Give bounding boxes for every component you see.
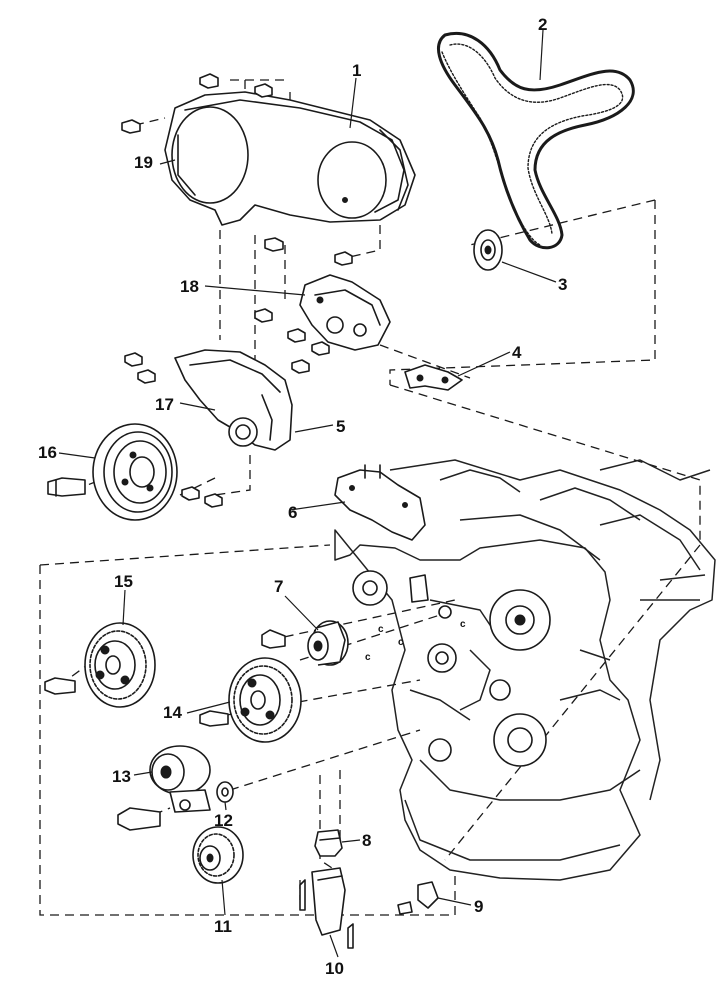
part-6-engine-mount-bracket <box>334 464 426 541</box>
callout-8: 8 <box>362 831 371 850</box>
callout-7: 7 <box>274 577 283 596</box>
callout-18: 18 <box>180 277 199 296</box>
part-1-upper-timing-cover <box>164 91 416 226</box>
callout-1: 1 <box>352 61 361 80</box>
part-12-washer <box>216 781 234 803</box>
part-14-camshaft-pulley-rear <box>199 657 302 743</box>
callout-16: 16 <box>38 443 57 462</box>
callout-5: 5 <box>336 417 345 436</box>
part-11-crankshaft-pulley <box>192 826 244 884</box>
assembly-guide-lines <box>39 79 701 916</box>
part-16-crankshaft-damper-pulley <box>47 423 178 521</box>
part-7-idler-pulley <box>261 620 349 666</box>
callout-2: 2 <box>538 15 547 34</box>
callout-19: 19 <box>134 153 153 172</box>
callout-13: 13 <box>112 767 131 786</box>
callout-6: 6 <box>288 503 297 522</box>
bolts <box>121 73 353 508</box>
callout-10: 10 <box>325 959 344 978</box>
part-3-belt-guide <box>473 229 503 271</box>
callout-17: 17 <box>155 395 174 414</box>
callout-9: 9 <box>474 897 483 916</box>
part-2-timing-belt <box>437 32 635 250</box>
callout-4: 4 <box>512 343 522 362</box>
part-13-tensioner-pulley <box>117 745 211 831</box>
callout-12: 12 <box>214 811 233 830</box>
leader-lines <box>58 29 557 958</box>
svg-text:c: c <box>365 652 371 663</box>
svg-text:c: c <box>460 619 466 630</box>
part-10-belt-tensioner <box>299 867 354 949</box>
callout-11: 11 <box>214 917 232 936</box>
svg-text:c: c <box>378 624 384 635</box>
part-4-bracket <box>404 364 463 391</box>
part-17-middle-cover <box>174 349 293 451</box>
callout-15: 15 <box>114 572 133 591</box>
callout-3: 3 <box>558 275 567 294</box>
part-18-mount-bracket <box>299 274 391 351</box>
part-8-damper <box>314 829 343 857</box>
svg-text:c: c <box>398 637 404 648</box>
part-15-camshaft-pulley-front <box>44 622 156 708</box>
callout-labels: 1 2 3 4 5 6 7 8 9 10 11 12 13 14 15 16 1… <box>38 15 567 978</box>
engine-block: c c c c <box>334 459 716 881</box>
part-9-clip <box>397 881 439 915</box>
callout-14: 14 <box>163 703 182 722</box>
